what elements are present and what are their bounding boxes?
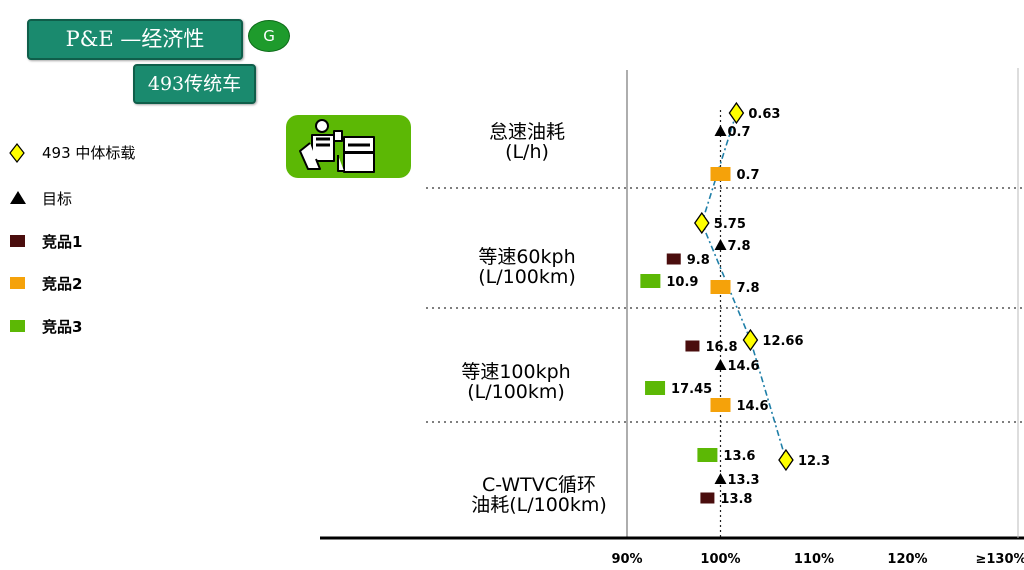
point-marker-target (714, 239, 727, 250)
legend-label: 493 中体标载 (42, 144, 136, 162)
data-label: 17.45 (671, 382, 712, 397)
point-marker-target (714, 473, 727, 484)
data-label: 14.6 (728, 359, 760, 374)
grade-badge: G (248, 20, 290, 52)
legend-item: 竞品1 (8, 231, 128, 253)
data-label: 0.7 (737, 168, 760, 183)
point-marker-square (685, 340, 700, 352)
x-tick-label: 90% (611, 552, 642, 567)
point-marker-square (697, 448, 718, 462)
point-marker-square (710, 280, 731, 294)
data-label: 13.6 (723, 449, 755, 464)
data-label: 7.8 (728, 239, 751, 254)
category-label: 等速100kph (461, 361, 570, 383)
x-tick-label: ≥130% (975, 552, 1024, 567)
legend-item: 目标 (8, 188, 128, 210)
data-label: 13.3 (728, 473, 760, 488)
data-label: 0.7 (728, 125, 751, 140)
legend-triangle-marker (10, 191, 26, 204)
category-label: 油耗(L/100km) (471, 494, 607, 516)
data-label: 14.6 (737, 399, 769, 414)
legend-label: 目标 (42, 190, 73, 208)
data-label: 9.8 (687, 253, 710, 268)
legend-swatch (10, 235, 25, 247)
data-label: 0.63 (748, 107, 780, 122)
point-marker-target (714, 359, 727, 370)
point-marker-square (710, 167, 731, 181)
x-tick-label: 120% (887, 552, 927, 567)
category-label: (L/h) (505, 141, 549, 163)
fuel-pump-icon (286, 115, 411, 178)
data-label: 7.8 (737, 281, 760, 296)
x-tick-label: 110% (794, 552, 834, 567)
data-label: 12.66 (762, 334, 803, 349)
point-marker-diamond (742, 328, 759, 352)
point-marker-target (714, 125, 727, 136)
legend-label: 竞品2 (42, 275, 83, 293)
page-subtitle: 493传统车 (133, 64, 256, 104)
point-marker-square (710, 398, 731, 412)
category-label: (L/100km) (467, 381, 565, 403)
x-tick-label: 100% (700, 552, 740, 567)
legend-swatch (10, 320, 25, 332)
legend-swatch (10, 277, 25, 289)
point-marker-diamond (728, 101, 745, 125)
point-marker-square (640, 274, 661, 288)
data-label: 16.8 (705, 340, 737, 355)
legend-label: 竞品3 (42, 318, 83, 336)
point-marker-diamond (778, 448, 794, 472)
category-label: C-WTVC循环 (482, 474, 596, 496)
legend-item: 竞品2 (8, 273, 128, 295)
point-marker-diamond (694, 211, 710, 235)
point-marker-square (645, 381, 666, 395)
page-title: P&E —经济性 (27, 19, 243, 60)
legend-diamond-marker (9, 143, 25, 163)
legend-item: 493 中体标载 (8, 142, 168, 164)
data-label: 13.8 (720, 492, 752, 507)
legend-item: 竞品3 (8, 316, 128, 338)
category-label: 怠速油耗 (489, 121, 565, 143)
point-marker-square (666, 253, 681, 265)
category-label: 等速60kph (478, 246, 575, 268)
point-marker-square (700, 492, 715, 504)
data-label: 12.3 (798, 454, 830, 469)
category-label: (L/100km) (478, 266, 576, 288)
data-label: 10.9 (666, 275, 698, 290)
data-label: 5.75 (714, 217, 746, 232)
legend-label: 竞品1 (42, 233, 83, 251)
